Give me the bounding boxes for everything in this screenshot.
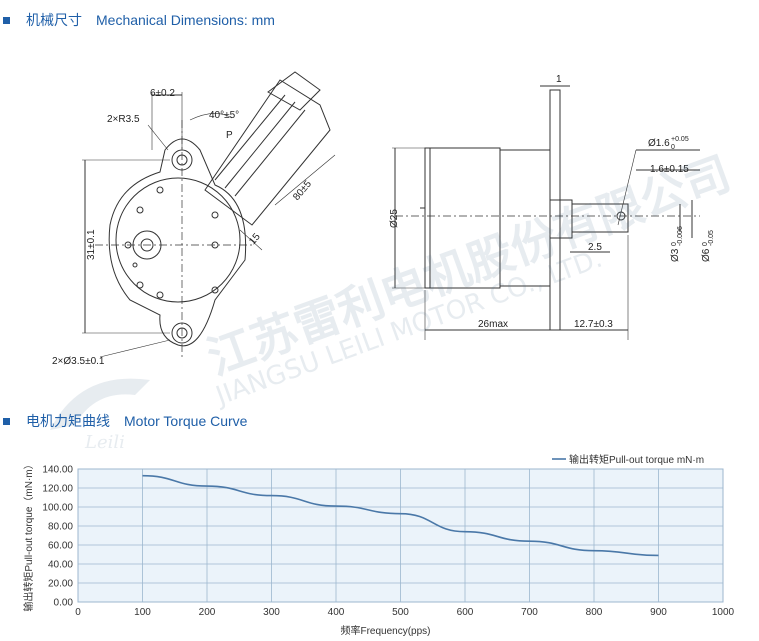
dim-p-label: P — [226, 130, 233, 141]
section-heading-dimensions: 机械尺寸 Mechanical Dimensions: mm — [0, 9, 275, 31]
dim-3-tol: -0.006 — [677, 226, 684, 246]
section-title-cn: 机械尺寸 — [26, 12, 82, 28]
legend-label: 输出转矩Pull-out torque mN·m — [569, 453, 704, 466]
y-axis-label: 输出转矩Pull-out torque（mN·m） — [22, 459, 35, 611]
front-flange-outline — [108, 138, 247, 347]
y-tick-label: 80.00 — [48, 522, 73, 533]
y-tick-label: 40.00 — [48, 560, 73, 571]
x-tick-label: 1000 — [712, 607, 735, 618]
dim-3-label: Ø3 — [670, 248, 681, 262]
y-tick-label: 0.00 — [54, 598, 74, 609]
dim-31-label: 31±0.1 — [86, 229, 97, 260]
front-motor-body — [115, 177, 241, 303]
bullet-square-icon — [3, 16, 10, 24]
side-shaft — [571, 203, 629, 233]
dim-16-label: Ø1.6 — [648, 138, 670, 149]
y-tick-label: 60.00 — [48, 541, 73, 552]
torque-chart: 0.00 20.00 40.00 60.00 80.00 100.00 120.00 140.… — [22, 453, 735, 637]
section-title-en: Mechanical Dimensions: mm — [96, 12, 275, 28]
x-tick-label: 0 — [75, 607, 81, 618]
cable-housing — [204, 79, 331, 226]
dim-hole-label: 2×Ø3.5±0.1 — [52, 356, 105, 367]
dim-6-label: 6±0.2 — [150, 88, 175, 99]
x-tick-label: 400 — [328, 607, 345, 618]
y-tick-label: 140.00 — [42, 465, 73, 476]
dim-40deg-label: 40°±5° — [209, 110, 239, 121]
bullet-square-icon — [3, 417, 10, 425]
dim-6shaft-label: Ø6 — [701, 248, 712, 262]
dim-3-tol0: 0 — [671, 242, 678, 246]
y-tick-label: 20.00 — [48, 579, 73, 590]
dim-25-label: Ø25 — [389, 209, 400, 228]
x-tick-label: 800 — [586, 607, 603, 618]
x-tick-label: 900 — [650, 607, 667, 618]
dim-127-label: 12.7±0.3 — [574, 319, 613, 330]
x-tick-label: 600 — [457, 607, 474, 618]
dim-6-tol0: 0 — [702, 242, 709, 246]
section-title-cn: 电机力矩曲线 — [26, 413, 110, 429]
x-tick-label: 500 — [392, 607, 409, 618]
dim-1-label: 1 — [556, 74, 562, 85]
section-title-en: Motor Torque Curve — [124, 413, 248, 429]
y-tick-label: 120.00 — [42, 484, 73, 495]
series-line — [142, 474, 659, 557]
x-tick-label: 700 — [521, 607, 538, 618]
y-tick-label: 100.00 — [42, 503, 73, 514]
x-axis-label: 频率Frequency(pps) — [340, 624, 430, 637]
mechanical-drawing: 6±0.2 40°±5° 2×R3.5 P 80±5 31±0.1 15 2×Ø… — [52, 71, 715, 367]
section-heading-torque: 电机力矩曲线 Motor Torque Curve — [0, 410, 247, 432]
dim-r35-label: 2×R3.5 — [107, 114, 140, 125]
side-shaft-boss — [549, 199, 573, 239]
x-tick-label: 100 — [134, 607, 151, 618]
dim-25b-label: 2.5 — [588, 242, 602, 253]
dim-80-label: 80±5 — [291, 178, 314, 202]
dim-16-tol: +0.05 — [671, 136, 689, 143]
x-tick-label: 300 — [263, 607, 280, 618]
dim-16-tol0: 0 — [671, 144, 675, 151]
dim-6-tol: -0.05 — [708, 230, 715, 246]
dim-26-label: 26max — [478, 319, 508, 330]
side-flange — [549, 89, 561, 331]
x-tick-label: 200 — [199, 607, 216, 618]
side-motor-body — [424, 147, 501, 289]
side-cover — [499, 149, 551, 287]
dim-1615-label: 1.6±0.15 — [650, 164, 689, 175]
dim-15-label: 15 — [247, 231, 263, 247]
